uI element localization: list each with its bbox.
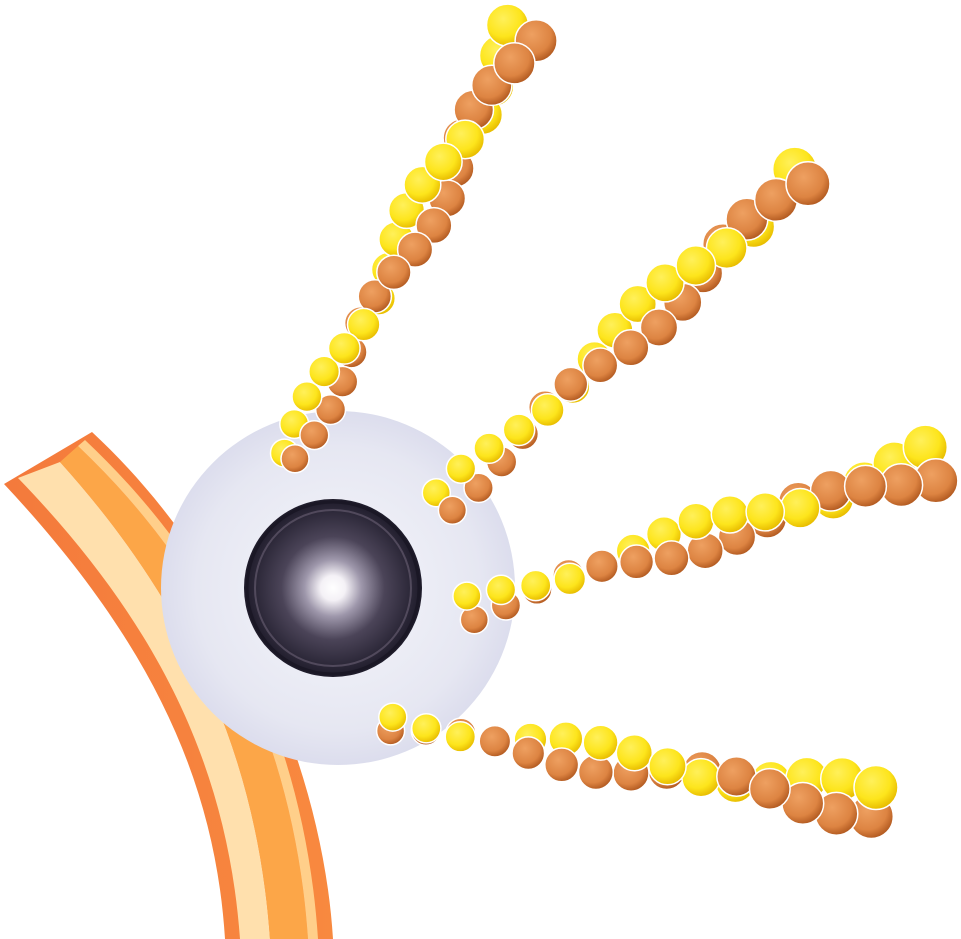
orange-bead <box>584 549 619 584</box>
orange-bead <box>653 540 690 577</box>
yellow-bead <box>291 380 323 413</box>
orange-bead <box>612 329 650 367</box>
yellow-bead <box>452 581 482 611</box>
bead-strand <box>269 3 558 474</box>
yellow-bead <box>444 720 477 753</box>
membrane-mid-band <box>60 446 308 939</box>
yellow-bead <box>582 724 619 761</box>
yellow-bead <box>853 764 899 811</box>
orange-bead <box>544 747 580 783</box>
yellow-bead <box>519 569 552 602</box>
yellow-bead <box>308 355 341 388</box>
bead-strand <box>421 146 831 526</box>
bead-strands <box>269 3 959 840</box>
curved-membrane <box>4 432 333 939</box>
yellow-bead <box>677 502 715 540</box>
orange-bead <box>493 41 536 85</box>
yellow-bead <box>327 331 361 365</box>
yellow-bead <box>485 574 517 606</box>
yellow-bead <box>615 734 654 772</box>
yellow-bead <box>675 245 717 286</box>
yellow-bead <box>645 262 685 303</box>
orange-bead <box>843 464 888 508</box>
yellow-bead <box>378 702 408 732</box>
membrane-light-band <box>18 462 270 939</box>
orange-bead <box>314 393 347 426</box>
yellow-bead <box>502 413 536 447</box>
orange-bead <box>463 472 494 504</box>
orange-bead <box>280 444 310 474</box>
yellow-bead <box>346 307 381 342</box>
orange-bead <box>639 308 679 347</box>
yellow-bead <box>553 562 587 596</box>
yellow-bead <box>445 453 477 484</box>
orange-bead <box>376 254 412 291</box>
orange-bead <box>618 544 655 580</box>
yellow-bead <box>423 142 463 182</box>
orange-bead <box>748 767 791 810</box>
yellow-bead <box>745 491 786 532</box>
orange-bead <box>785 161 831 207</box>
orange-bead <box>478 724 512 758</box>
orange-bead <box>299 419 330 451</box>
yellow-bead <box>473 432 505 465</box>
bead-strand <box>375 702 899 840</box>
yellow-bead <box>681 757 721 798</box>
yellow-bead <box>710 495 750 534</box>
orange-bead <box>437 495 468 526</box>
orange-bead <box>553 366 589 402</box>
bead-strand <box>452 424 959 635</box>
orange-bead <box>582 347 619 384</box>
yellow-bead <box>410 712 442 744</box>
yellow-bead <box>779 487 821 529</box>
core-sphere <box>244 499 422 677</box>
orange-bead <box>396 231 434 268</box>
yellow-bead <box>530 393 565 428</box>
orange-bead <box>511 736 546 771</box>
yellow-bead <box>648 746 687 786</box>
